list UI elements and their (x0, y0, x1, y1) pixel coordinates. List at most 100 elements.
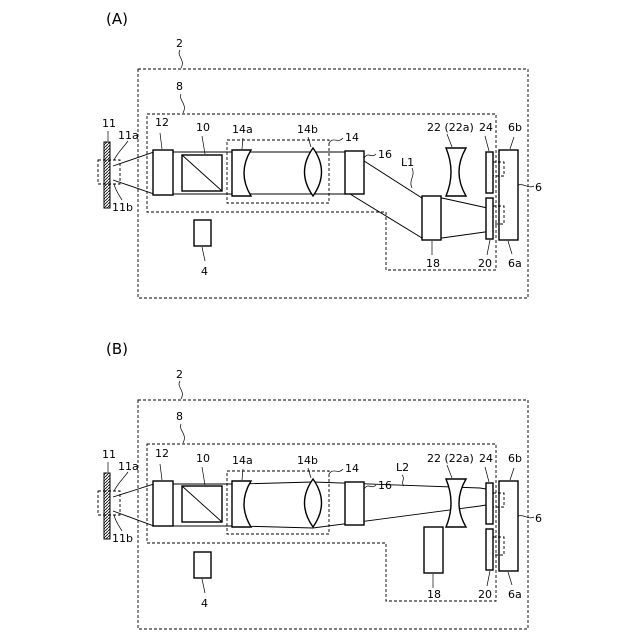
leader-20 (487, 571, 490, 586)
ref-light-path: L2 (396, 461, 409, 474)
leader-light-path (402, 475, 404, 486)
leader-11b (114, 515, 122, 531)
leader-6a (508, 572, 512, 585)
convex-lens-14b (305, 148, 322, 196)
leader-6 (518, 516, 534, 518)
panel-a: (A) 2 8 14 11 11a 11b 12 10 (98, 10, 542, 298)
element-24 (486, 483, 493, 524)
leader-14 (329, 138, 343, 143)
element-16 (345, 151, 364, 194)
ref-6: 6 (535, 512, 542, 525)
screen-11 (104, 142, 110, 208)
screen-11 (104, 473, 110, 539)
ref-20: 20 (478, 588, 492, 601)
panel-label: (B) (106, 340, 128, 358)
leader-24 (485, 467, 489, 482)
ref-4: 4 (201, 597, 208, 610)
ref-11b: 11b (112, 532, 133, 545)
lens-22 (446, 479, 466, 527)
element-12 (153, 150, 173, 195)
element-24 (486, 152, 493, 193)
ref-14a: 14a (232, 123, 253, 136)
element-20 (486, 529, 493, 570)
ref-6a: 6a (508, 257, 522, 270)
leader-22 (447, 465, 452, 478)
leader-14b (308, 468, 311, 478)
element-4 (194, 552, 211, 578)
leader-24 (485, 136, 489, 151)
ref-8: 8 (176, 80, 183, 93)
element-4 (194, 220, 211, 246)
leader-20 (487, 240, 490, 255)
leader-6a (508, 241, 512, 254)
element-16 (345, 482, 364, 525)
leader-12 (160, 464, 162, 480)
ref-14a: 14a (232, 454, 253, 467)
leader-6b (510, 468, 514, 480)
leader-4 (202, 579, 205, 593)
ref-6b: 6b (508, 452, 522, 465)
element-18 (422, 196, 441, 240)
ref-16: 16 (378, 148, 392, 161)
panel-label: (A) (106, 10, 128, 28)
ref-18: 18 (426, 257, 440, 270)
ref-10: 10 (196, 121, 210, 134)
leader-6b (510, 137, 514, 149)
leader-4 (202, 247, 205, 261)
ref-20: 20 (478, 257, 492, 270)
ref-11a: 11a (118, 460, 139, 473)
leader-light-path (411, 168, 413, 188)
ref-22: 22 (22a) (427, 452, 474, 465)
ref-10: 10 (196, 452, 210, 465)
ref-24: 24 (479, 121, 493, 134)
ref-6: 6 (535, 181, 542, 194)
ref-18: 18 (427, 588, 441, 601)
leader-16 (364, 154, 376, 158)
leader-8 (180, 94, 184, 113)
leader-11a (114, 141, 128, 160)
leader-8 (180, 424, 184, 443)
ref-2: 2 (176, 368, 183, 381)
leader-2 (179, 381, 182, 399)
leader-11b (114, 184, 122, 200)
leader-10 (202, 467, 205, 485)
ref-12: 12 (155, 447, 169, 460)
ref-14: 14 (345, 462, 359, 475)
ref-11: 11 (102, 448, 116, 461)
leader-16 (364, 485, 376, 489)
ref-8: 8 (176, 410, 183, 423)
ref-4: 4 (201, 265, 208, 278)
convex-lens-14b (305, 479, 322, 527)
ref-16: 16 (378, 479, 392, 492)
ref-14: 14 (345, 131, 359, 144)
light-ray-converge (442, 198, 492, 238)
leader-12 (160, 133, 162, 149)
ref-6a: 6a (508, 588, 522, 601)
ref-2: 2 (176, 37, 183, 50)
ref-12: 12 (155, 116, 169, 129)
ref-11: 11 (102, 117, 116, 130)
element-12 (153, 481, 173, 526)
ref-14b: 14b (297, 454, 318, 467)
concave-lens-14a (232, 481, 251, 527)
ref-14b: 14b (297, 123, 318, 136)
leader-2 (179, 50, 182, 68)
ref-6b: 6b (508, 121, 522, 134)
leader-14 (329, 469, 343, 474)
leader-22 (447, 134, 452, 147)
element-18 (424, 527, 443, 573)
display-6 (499, 150, 518, 240)
ref-light-path: L1 (401, 156, 414, 169)
leader-6 (518, 185, 534, 187)
ref-24: 24 (479, 452, 493, 465)
lens-22 (446, 148, 466, 196)
element-20 (486, 198, 493, 239)
panel-b: (B) 2 8 14 11 11a 11b 12 10 (98, 340, 542, 629)
leader-14b (308, 137, 311, 147)
ref-11b: 11b (112, 201, 133, 214)
leader-10 (202, 136, 205, 154)
ref-22: 22 (22a) (427, 121, 474, 134)
display-6 (499, 481, 518, 571)
concave-lens-14a (232, 150, 251, 196)
